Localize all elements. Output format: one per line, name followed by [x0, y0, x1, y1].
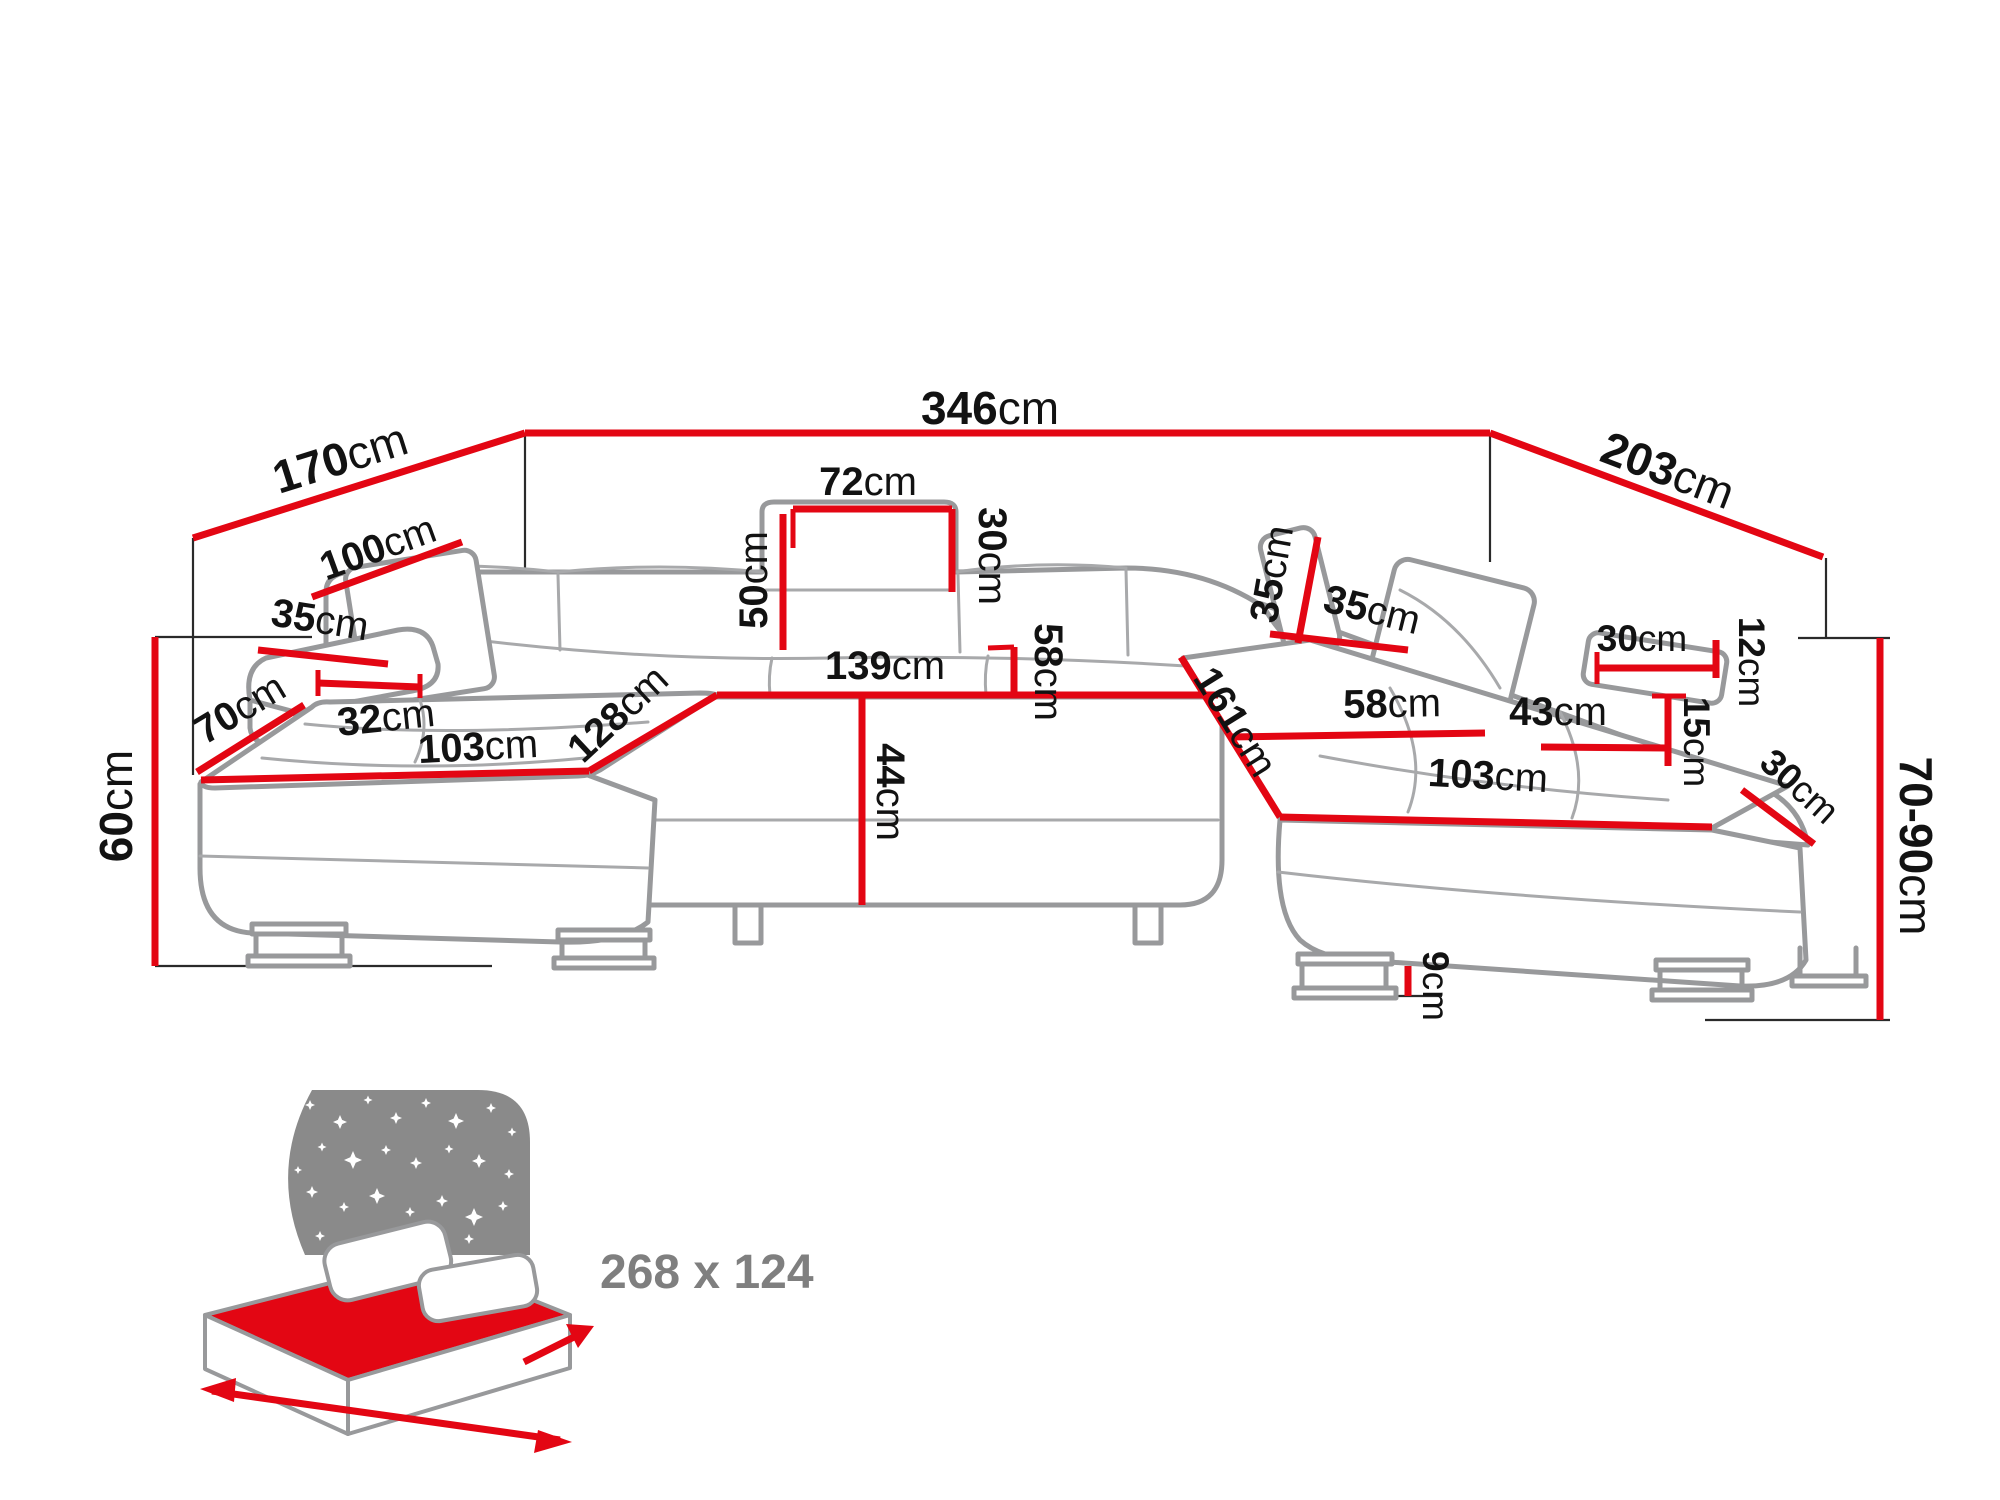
label-right-back-cushion-height: 35cm: [1242, 522, 1302, 626]
label-right-depth: 203cm: [1594, 421, 1742, 519]
left-chaise-leg: [551, 927, 657, 971]
right-chaise-seat: [1180, 637, 1791, 831]
label-leg-height: 9cm: [1416, 951, 1457, 1021]
right-chaise-tuft: [1388, 686, 1418, 814]
backrest-top-curve: [954, 563, 1128, 574]
dim-line-left-chaise-diagonal: [587, 691, 719, 775]
label-right-chaise-length: 103cm: [1427, 751, 1549, 801]
dim-line-right-back-cushion-width: [1269, 630, 1409, 654]
dim-line-left-armrest-front: [317, 679, 421, 691]
label-right-back-cushion-width: 35cm: [1319, 577, 1425, 643]
right-chaise-tuft: [1318, 754, 1670, 802]
label-right-armrest-height: 15cm: [1677, 697, 1718, 787]
icon-pillow: [416, 1252, 540, 1324]
dim-line-left-chaise-length: [200, 767, 590, 784]
label-left-armrest-front: 32cm: [335, 691, 437, 745]
left-chaise-tuft: [260, 756, 587, 768]
sleeping-function-icon: 268 x 124: [200, 1090, 814, 1453]
backrest-top-curve: [556, 565, 764, 574]
label-center-seat-width: 139cm: [825, 644, 945, 688]
dim-line-right-chaise-length: [1279, 813, 1713, 831]
left-chaise-tuft: [413, 698, 426, 764]
label-right-armrest-length: 43cm: [1509, 690, 1607, 734]
dimension-lines: [151, 429, 1884, 1020]
center-leg: [732, 902, 764, 946]
night-sky-board: [282, 1090, 530, 1255]
moon-crescent-icon: [263, 1090, 312, 1255]
dim-line-right-back-cushion-height: [1294, 536, 1322, 644]
center-leg: [1132, 902, 1164, 946]
length-arrow-icon: [200, 1378, 572, 1453]
dim-line-right-depth: [1488, 429, 1825, 561]
right-chaise-leg: [1291, 951, 1399, 1001]
width-arrow-icon: [522, 1324, 594, 1366]
backrest-seam: [1124, 568, 1130, 657]
right-pillow-fold: [1398, 588, 1502, 690]
right-chaise-leg: [1789, 945, 1869, 989]
sofa-drawing: [197, 499, 1869, 1003]
left-chaise-leg: [245, 921, 353, 969]
label-right-headrest-thickness: 12cm: [1732, 617, 1773, 707]
mattress-side: [346, 1313, 572, 1436]
label-center-seat-depth: 58cm: [1026, 623, 1070, 721]
left-chaise-tuft: [303, 720, 650, 733]
dim-line-left-depth: [191, 429, 527, 542]
backrest-seam: [556, 573, 562, 652]
backrest-seam: [956, 573, 962, 654]
label-overall-height-left: 60cm: [90, 750, 142, 863]
right-chaise-leg: [1649, 957, 1755, 1003]
dim-line-right-armrest-length: [1540, 743, 1669, 752]
left-chaise-seam: [198, 854, 650, 870]
right-chaise-tuft: [1558, 710, 1581, 820]
bed-size-label: 268 x 124: [600, 1246, 814, 1299]
label-right-seat-depth: 58cm: [1343, 681, 1442, 727]
label-left-armrest-width: 35cm: [268, 591, 372, 650]
label-headrest-height: 50cm: [732, 531, 776, 629]
dim-line-left-armrest-length: [310, 538, 464, 601]
dim-line-left-armrest-width: [257, 646, 389, 668]
dim-tick: [987, 644, 1015, 651]
label-headrest-width: 72cm: [819, 460, 917, 504]
dim-line-left-chaise-width: [195, 702, 306, 775]
label-overall-height-right: 70-90cm: [1890, 757, 1942, 936]
label-total-width: 346cm: [921, 382, 1059, 434]
seat-back-seam: [443, 634, 1247, 672]
right-chaise-seam: [1276, 870, 1802, 914]
label-left-chaise-length: 103cm: [417, 722, 539, 772]
label-seat-height: 44cm: [868, 743, 912, 841]
label-right-headrest-width: 30cm: [1597, 618, 1687, 659]
label-headrest-depth: 30cm: [970, 507, 1014, 605]
dim-line-right-corner-width: [1739, 787, 1817, 847]
dim-line-right-seat-depth: [1229, 729, 1486, 741]
